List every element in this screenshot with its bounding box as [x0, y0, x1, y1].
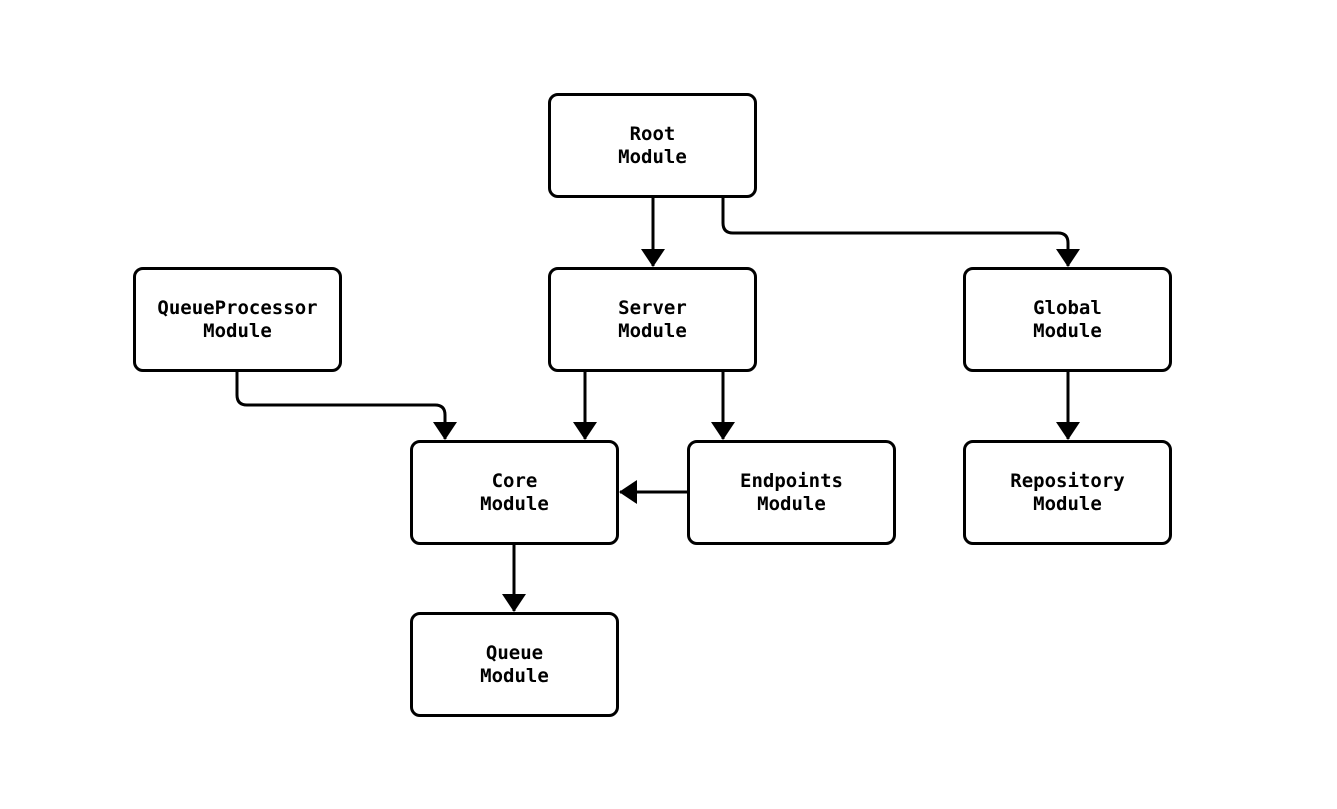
node-repository-module: Repository Module — [963, 440, 1172, 545]
node-core-module: Core Module — [410, 440, 619, 545]
node-endpoints-module-label: Endpoints Module — [740, 469, 843, 515]
node-global-module: Global Module — [963, 267, 1172, 372]
node-server-module: Server Module — [548, 267, 757, 372]
node-repository-module-label: Repository Module — [1010, 469, 1125, 515]
node-queueprocessor-module-label: QueueProcessor Module — [157, 296, 318, 342]
node-endpoints-module: Endpoints Module — [687, 440, 896, 545]
node-queue-module: Queue Module — [410, 612, 619, 717]
node-root-module-label: Root Module — [618, 122, 687, 168]
edge-root-to-global — [721, 198, 1080, 267]
node-global-module-label: Global Module — [1033, 296, 1102, 342]
edge-queueprocessor-to-core — [235, 372, 457, 440]
node-core-module-label: Core Module — [480, 469, 549, 515]
node-root-module: Root Module — [548, 93, 757, 198]
node-queueprocessor-module: QueueProcessor Module — [133, 267, 342, 372]
node-server-module-label: Server Module — [618, 296, 687, 342]
node-queue-module-label: Queue Module — [480, 641, 549, 687]
